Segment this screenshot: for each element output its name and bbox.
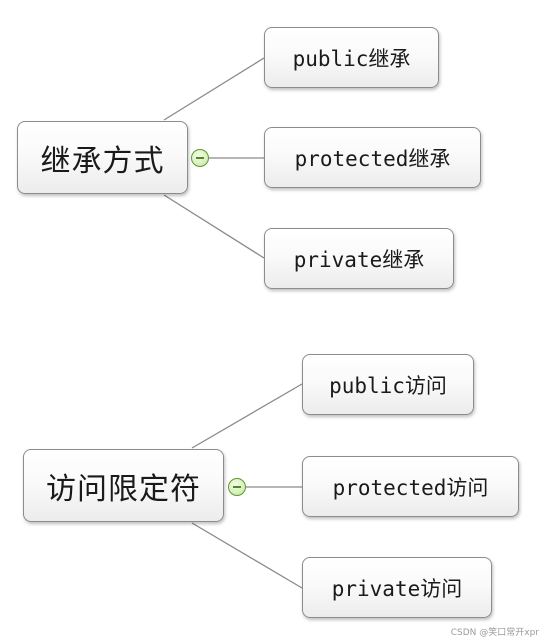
collapse-minus-icon[interactable]: [191, 149, 209, 167]
child-node-label: private继承: [293, 247, 425, 272]
child-node-private-inheritance[interactable]: private继承: [264, 228, 454, 289]
root-node-inheritance-mode[interactable]: 继承方式: [17, 121, 188, 194]
root-node-label: 访问限定符: [46, 471, 201, 507]
root-node-access-specifier[interactable]: 访问限定符: [23, 449, 224, 522]
connector-line: [191, 383, 303, 449]
child-node-protected-access[interactable]: protected访问: [302, 456, 519, 517]
watermark: CSDN @笑口常开xpr: [450, 628, 539, 638]
child-node-label: private访问: [331, 576, 463, 601]
collapse-minus-icon[interactable]: [228, 478, 246, 496]
child-node-label: protected访问: [332, 475, 489, 500]
connector-line: [191, 522, 303, 589]
connector-line: [163, 57, 265, 121]
child-node-label: protected继承: [294, 146, 451, 171]
child-node-public-inheritance[interactable]: public继承: [264, 27, 439, 88]
child-node-label: public继承: [292, 46, 411, 71]
connector-line: [163, 194, 265, 259]
child-node-public-access[interactable]: public访问: [302, 354, 474, 415]
child-node-protected-inheritance[interactable]: protected继承: [264, 127, 481, 188]
child-node-private-access[interactable]: private访问: [302, 557, 492, 618]
child-node-label: public访问: [329, 373, 447, 398]
root-node-label: 继承方式: [40, 143, 165, 179]
